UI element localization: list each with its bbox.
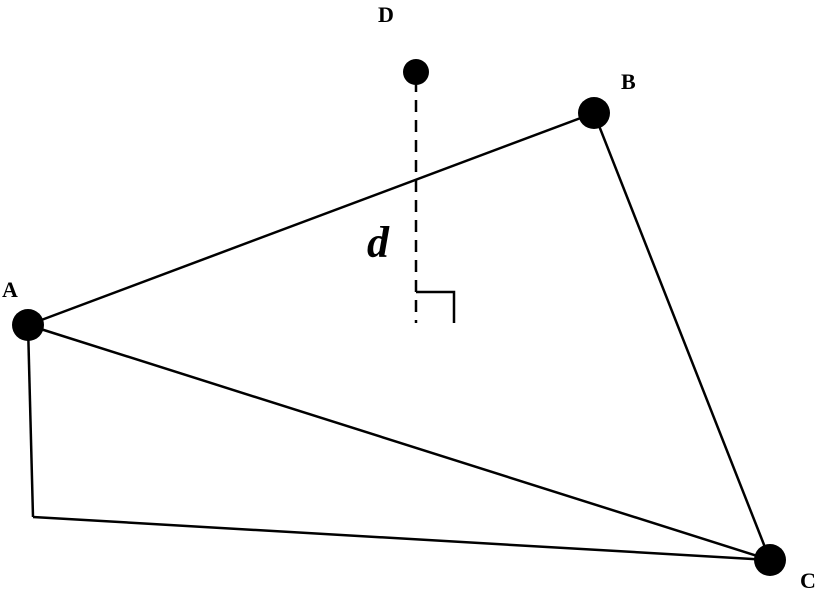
point-d (403, 59, 429, 85)
edge-a-foot (26, 324, 35, 518)
edge-ab (27, 111, 595, 327)
label-b: B (621, 69, 636, 94)
point-b (578, 97, 610, 129)
label-c: C (800, 568, 816, 593)
point-a (12, 309, 44, 341)
edge-ac (27, 323, 771, 562)
distance-label-d: d (367, 218, 390, 267)
edge-foot-c (32, 515, 771, 562)
right-angle-marker (416, 290, 456, 323)
label-a: A (2, 277, 18, 302)
label-d: D (378, 2, 394, 27)
edge-bc (592, 112, 772, 561)
point-c (754, 544, 786, 576)
